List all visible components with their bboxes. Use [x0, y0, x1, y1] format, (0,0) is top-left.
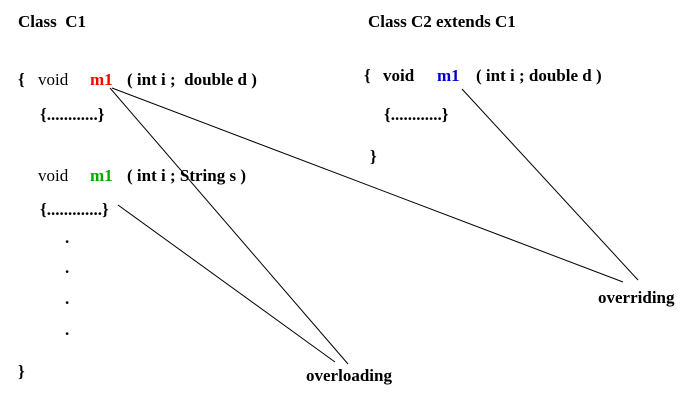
class-c1-method2-name: m1 — [90, 166, 113, 185]
overriding-label: overriding — [598, 288, 675, 307]
class-c1-dot: . — [65, 289, 70, 308]
class-c1-method2-type: void — [38, 166, 69, 185]
class-c1-dot: . — [65, 258, 70, 277]
class-c1-open-brace: { — [18, 70, 25, 89]
class-c2-method-body: {............} — [384, 105, 449, 124]
line-c2m1-to-overriding — [461, 88, 639, 281]
class-c1-method2-body: {.............} — [40, 200, 109, 219]
class-c2-title: Class C2 extends C1 — [368, 12, 516, 31]
line-c1m1-to-overriding — [111, 87, 624, 283]
class-c1-method1-params: ( int i ; double d ) — [127, 70, 257, 89]
class-c1-method1-type: void — [38, 70, 69, 89]
class-c2-method-params: ( int i ; double d ) — [476, 66, 602, 85]
class-c1-method1-name: m1 — [90, 70, 113, 89]
class-c2-close-brace: } — [370, 147, 377, 166]
class-c1-title: Class C1 — [18, 12, 87, 31]
class-c1-close-brace: } — [18, 362, 25, 381]
class-c2-open-brace: { — [364, 66, 371, 85]
class-c2-method-type: void — [383, 66, 415, 85]
class-c2-method-name: m1 — [437, 66, 460, 85]
class-c1-method1-body: {............} — [40, 105, 105, 124]
overloading-label: overloading — [306, 366, 392, 385]
class-c1-method2-params: ( int i ; String s ) — [127, 166, 246, 185]
line-c1m1-to-overloading — [109, 87, 349, 365]
line-c1m2-to-overloading — [117, 204, 336, 363]
class-c1-dot: . — [65, 228, 70, 247]
class-c1-dot: . — [65, 320, 70, 339]
